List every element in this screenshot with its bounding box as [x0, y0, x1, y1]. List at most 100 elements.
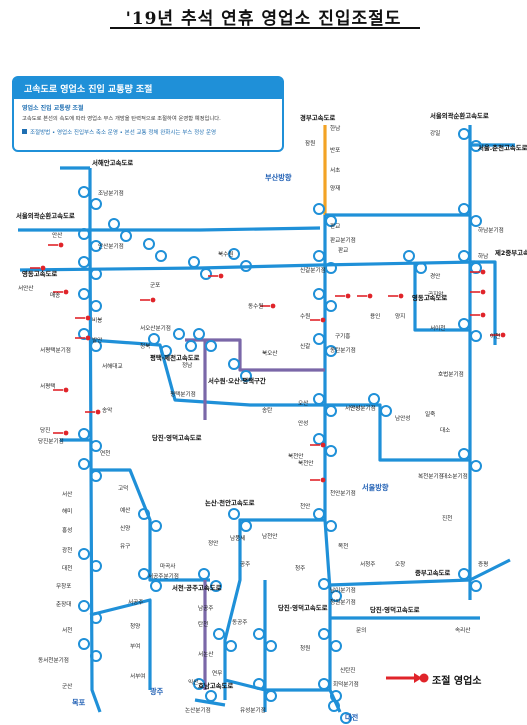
place-label: 남이분기점 — [330, 586, 356, 594]
control-dot — [480, 269, 486, 275]
place-label: 서이천 — [430, 324, 445, 332]
control-dot — [500, 332, 506, 338]
interchange-loop — [78, 458, 90, 470]
interchange-loop — [108, 218, 120, 230]
expressway-label: 서해안고속도로 — [92, 158, 133, 167]
honam-south-road — [194, 698, 226, 707]
expressway-label: 호남고속도로 — [198, 681, 233, 690]
jungbu-road — [329, 558, 511, 587]
place-label: 회덕분기점 — [333, 680, 359, 688]
expressway-label: 서울외곽순환고속도로 — [16, 211, 75, 220]
interchange-loop — [313, 333, 325, 345]
place-label: 안산분기점 — [98, 242, 124, 250]
interchange-loop — [458, 318, 470, 330]
place-label: 익산 — [188, 678, 198, 686]
place-label: 남안성 — [395, 414, 410, 422]
control-dot — [367, 293, 373, 299]
expressway-label: 서수원·오산·평택구간 — [208, 376, 266, 385]
place-label: 수원 — [300, 312, 310, 320]
interchange-loop — [318, 578, 330, 590]
place-label: 서평택분기점 — [40, 346, 71, 354]
place-label: 조남분기점 — [98, 189, 124, 197]
interchange-loop — [155, 250, 167, 262]
place-label: 논산분기점 — [185, 706, 211, 714]
expressway-label: 영동고속도로 — [412, 293, 447, 302]
legend-method-text: 조절방법 • 영업소 진입부스 축소 운영 • 본선 교통 정체 완화시는 부스… — [30, 130, 217, 136]
interchange-loop — [90, 560, 102, 572]
place-label: 안성분기점 — [350, 404, 376, 412]
control-dot — [345, 293, 351, 299]
interchange-loop — [205, 690, 217, 702]
west-expressway-road — [88, 168, 102, 713]
place-label: 청북 — [140, 343, 150, 350]
interchange-loop — [325, 215, 337, 227]
place-label: 서안성 — [345, 404, 360, 412]
interchange-loop — [415, 262, 427, 274]
place-label: 당진분기점 — [38, 437, 64, 445]
interchange-loop — [150, 520, 162, 532]
control-dot — [63, 430, 69, 436]
place-label: 남풍세 — [230, 534, 245, 542]
place-label: 서공주분기점 — [148, 572, 179, 580]
interchange-loop — [325, 345, 337, 357]
key-label: 조절 영업소 — [432, 676, 482, 687]
interchange-loop — [313, 393, 325, 405]
place-label: 문의 — [356, 627, 366, 634]
place-label: 신갈 — [300, 342, 310, 350]
interchange-loop — [120, 230, 132, 242]
interchange-loop — [205, 340, 217, 352]
control-dot — [85, 315, 91, 321]
place-label: 신갈분기점 — [300, 266, 326, 274]
expressway-label: 논산·천안고속도로 — [205, 498, 255, 507]
interchange-loop — [458, 568, 470, 580]
interchange-loop — [90, 198, 102, 210]
expressway-label: 당진·영덕고속도로 — [278, 603, 328, 612]
place-label: 청원분기점 — [330, 598, 356, 606]
expressway-label: 당진·영덕고속도로 — [152, 433, 202, 442]
legend-header: 고속도로 영업소 진입 교통량 조절 — [14, 78, 282, 99]
interchange-loop — [330, 640, 342, 652]
interchange-loop — [325, 445, 337, 457]
place-label: 서천 — [62, 626, 72, 634]
interchange-loop — [78, 600, 90, 612]
interchange-loop — [253, 678, 265, 690]
place-label: 목천 — [338, 542, 348, 550]
interchange-loop — [228, 358, 240, 370]
interchange-loop — [458, 250, 470, 262]
interchange-loop — [265, 640, 277, 652]
pyeongtaek-jecheon-road — [89, 338, 470, 462]
place-label: 당진 — [40, 426, 50, 434]
place-label: 군산 — [62, 682, 72, 690]
place-label: 안성 — [298, 419, 308, 427]
interchange-loop — [240, 520, 252, 532]
place-label: 호법분기점 — [438, 370, 464, 378]
place-label: 동탄분기점 — [330, 346, 356, 354]
place-label: 매송 — [50, 291, 60, 299]
control-dot — [480, 289, 486, 295]
interchange-loop — [228, 508, 240, 520]
interchange-loop — [240, 370, 252, 382]
interchange-loop — [78, 228, 90, 240]
expressway-label: 평택·제천고속도로 — [150, 353, 200, 362]
control-dot — [218, 273, 224, 279]
interchange-loop — [78, 186, 90, 198]
interchange-loop — [90, 440, 102, 452]
interchange-loop — [173, 328, 185, 340]
place-label: 서공주 — [128, 598, 143, 606]
interchange-loop — [210, 580, 222, 592]
place-label: 반포 — [330, 146, 340, 154]
place-label: 동공주 — [232, 619, 247, 626]
interchange-loop — [403, 250, 415, 262]
place-label: 군포 — [150, 282, 160, 289]
place-label: 마곡사 — [160, 562, 175, 570]
place-label: 대소분기점 — [442, 472, 468, 480]
place-label: 천안분기점 — [330, 489, 356, 497]
place-label: 하남 — [478, 252, 488, 260]
place-label: 평택분기점 — [170, 390, 196, 398]
place-label: 서청주 — [360, 560, 375, 568]
place-label: 오창 — [395, 560, 405, 568]
expressway-label: 서울외곽순환고속도로 — [430, 111, 489, 120]
square-bullet-icon — [22, 129, 27, 134]
interchange-loop — [90, 650, 102, 662]
place-label: 남공주 — [198, 604, 213, 612]
